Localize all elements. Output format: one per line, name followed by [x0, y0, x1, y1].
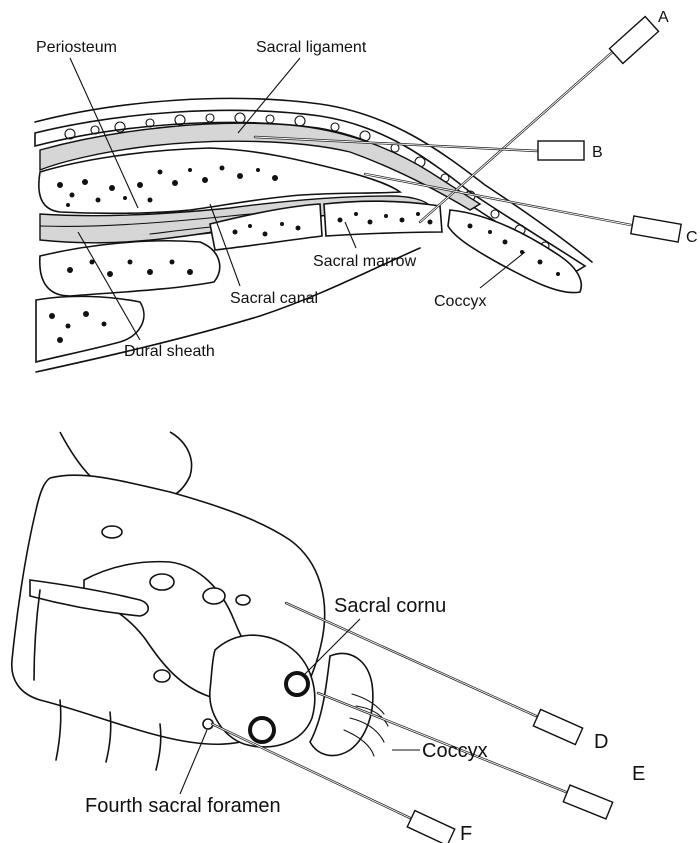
label-fourth-sacral-foramen: Fourth sacral foramen [85, 795, 281, 817]
label-sacral-ligament: Sacral ligament [256, 39, 367, 56]
label-dural-sheath: Dural sheath [124, 343, 215, 360]
needle-label-c: C [686, 229, 698, 246]
label-sacral-canal: Sacral canal [230, 290, 318, 307]
label-sacral-cornu: Sacral cornu [334, 595, 446, 617]
sagittal-section-panel: A B C Periosteum Sacral ligament Sacral … [35, 9, 698, 372]
dorsal-sacrum-panel: D E F Sacral cornu Coccyx Fourth sacral … [12, 432, 646, 843]
label-sacral-marrow: Sacral marrow [313, 253, 417, 270]
needle-label-a: A [658, 9, 669, 26]
label-coccyx-bottom: Coccyx [422, 740, 488, 762]
needle-label-f: F [460, 823, 472, 843]
label-periosteum: Periosteum [36, 39, 117, 56]
coccyx-dorsal [310, 654, 373, 756]
label-coccyx-top: Coccyx [434, 293, 486, 310]
vertebral-body-lower [40, 241, 220, 296]
needle-label-e: E [632, 763, 645, 785]
needle-label-b: B [592, 144, 603, 161]
needle-label-d: D [594, 731, 608, 753]
